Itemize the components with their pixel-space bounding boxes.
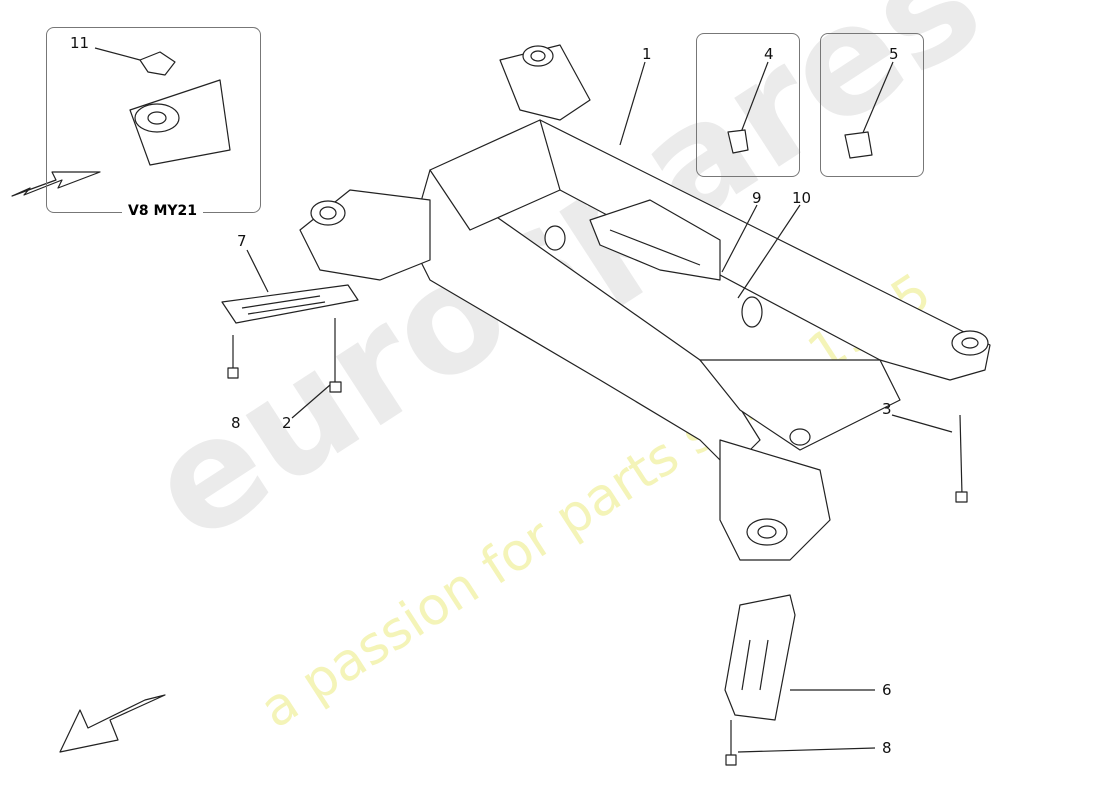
callout-7: 7 <box>237 232 247 250</box>
callout-8-bottom: 8 <box>882 739 892 757</box>
callout-6: 6 <box>882 681 892 699</box>
mount-front-left <box>310 200 346 226</box>
inset-clip-5 <box>844 131 873 159</box>
callout-5: 5 <box>889 45 899 63</box>
inset-box-v8 <box>46 27 261 213</box>
callout-10: 10 <box>792 189 812 207</box>
mount-front-right <box>522 45 554 67</box>
subframe-rear-crossmember <box>699 359 901 451</box>
plate-6 <box>724 594 796 721</box>
plate-7 <box>221 284 359 324</box>
mount-rear-right <box>951 330 989 356</box>
callout-3: 3 <box>882 400 892 418</box>
bolt-3 <box>955 414 968 503</box>
callout-2: 2 <box>282 414 292 432</box>
direction-arrow-inset-icon <box>11 171 101 197</box>
inset-caption: V8 MY21 <box>122 203 204 219</box>
callout-1: 1 <box>642 45 652 63</box>
inset-cap-11 <box>139 51 176 76</box>
bolt-8-bottom <box>725 720 737 766</box>
inset-clip-4 <box>727 129 749 154</box>
subframe-front-right-arm <box>499 44 591 121</box>
callout-4: 4 <box>764 45 774 63</box>
callout-11: 11 <box>70 34 90 52</box>
mount-rear-left <box>746 518 788 546</box>
inset-box-5 <box>820 33 924 177</box>
bushing-center <box>741 296 763 328</box>
bolt-2 <box>329 318 342 393</box>
callout-9: 9 <box>752 189 762 207</box>
direction-arrow-main-icon <box>59 694 166 753</box>
inset-box-4 <box>696 33 800 177</box>
callout-8-left: 8 <box>231 414 241 432</box>
subframe-front-crossmember <box>429 119 561 231</box>
bolt-8-left <box>227 335 239 379</box>
